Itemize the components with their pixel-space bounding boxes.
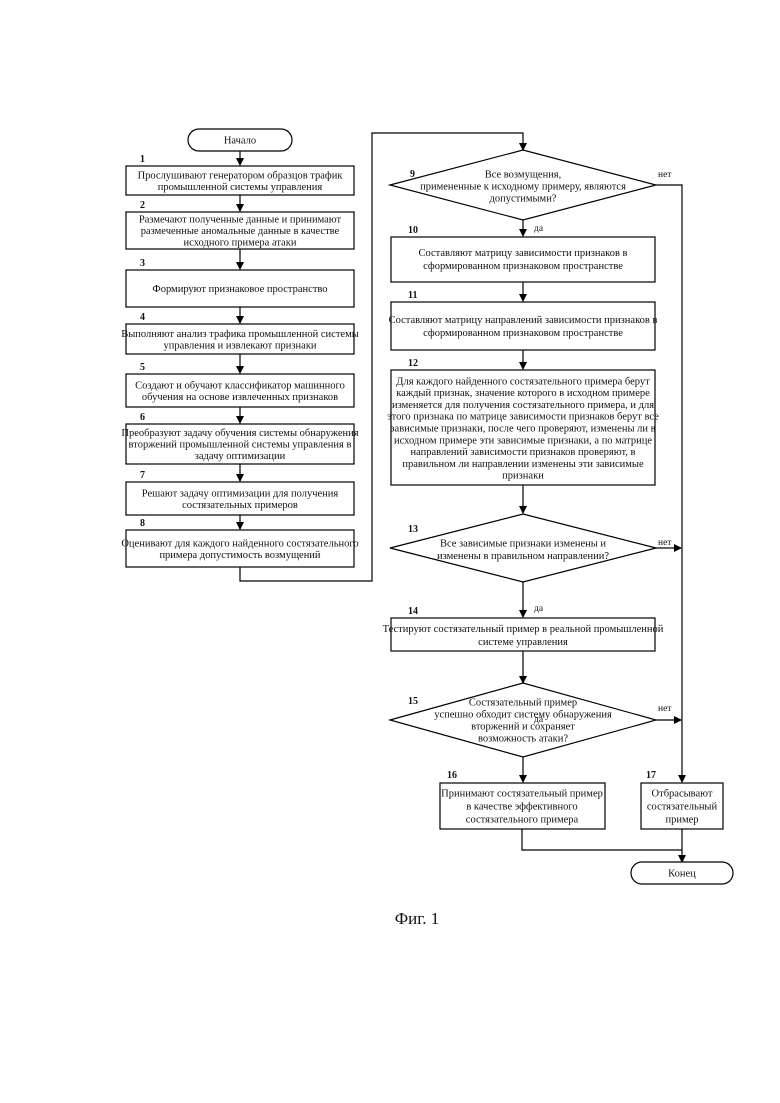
decision-9-number: 9 [410,169,415,180]
arrow-decision-9-no-to-step-17 [656,185,682,782]
decision-15-number: 15 [408,696,418,707]
step-14-number: 14 [408,606,418,617]
decision-9-yes-label: да [534,224,544,234]
connector-step-16-to-end [522,829,682,850]
step-11-box [391,302,655,350]
step-1-number: 1 [140,154,145,165]
step-3-number: 3 [140,258,145,269]
step-12-text: Для каждого найденного состязательного п… [387,376,659,481]
step-12-number: 12 [408,358,418,369]
step-5-number: 5 [140,362,145,373]
decision-13-text: Все зависимые признаки изменены иизменен… [437,538,609,562]
figure-caption: Фиг. 1 [395,909,440,928]
end-label: Конец [668,869,696,880]
step-6-number: 6 [140,412,145,423]
step-4-number: 4 [140,312,145,323]
step-10-number: 10 [408,225,418,236]
step-2-number: 2 [140,200,145,211]
step-11-number: 11 [408,290,417,301]
decision-13-no-label: нет [658,538,672,548]
step-3-text: Формируют признаковое пространство [152,284,327,295]
decision-15-no-label: нет [658,704,672,714]
step-10-box [391,237,655,282]
step-8-number: 8 [140,518,145,529]
step-7-number: 7 [140,470,145,481]
decision-13-number: 13 [408,524,418,535]
start-label: Начало [224,136,256,147]
step-16-number: 16 [447,770,457,781]
decision-13-yes-label: да [534,604,544,614]
step-5-text: Создают и обучают классификатор машинног… [135,380,345,403]
decision-15-yes-label: да [534,715,544,725]
step-17-number: 17 [646,770,656,781]
step-1-text: Прослушивают генератором образцов трафик… [138,170,344,193]
decision-9-no-label: нет [658,170,672,180]
